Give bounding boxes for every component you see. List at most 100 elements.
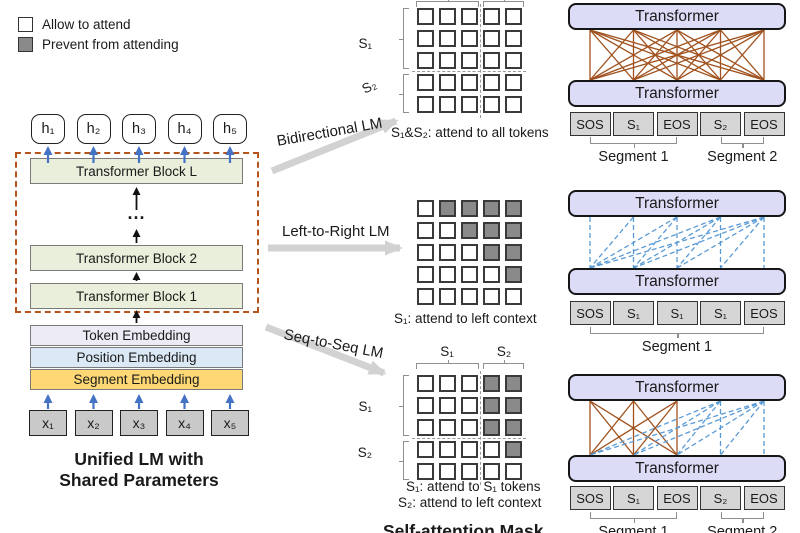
attention-lines-seq-to-seq [589, 401, 765, 455]
mask-cell-allow [461, 397, 478, 414]
mask-cell-allow [439, 96, 456, 113]
transformer-label: Transformer [635, 272, 719, 290]
mask-bi-caption: S₁&S₂: attend to all tokens [391, 125, 549, 140]
mask-cell-allow [417, 266, 434, 283]
mask-cell-allow [439, 8, 456, 25]
segment-bracket [720, 137, 764, 148]
segment-label: Segment 1 [598, 524, 669, 533]
mask-s2s-col-bracket-s1 [416, 360, 479, 369]
attention-line [676, 401, 765, 455]
mask-s2s-col-label-s2: S₂ [496, 344, 512, 359]
attention-line [589, 30, 634, 80]
attention-line [589, 401, 635, 455]
attention-line [632, 401, 678, 455]
mask-cell-allow [439, 419, 456, 436]
transformer-label: Transformer [635, 7, 719, 25]
mask-cell-allow [483, 52, 500, 69]
attention-line [633, 30, 765, 80]
segment-row-left-to-right: Segment 1 [568, 327, 786, 363]
token-box: SOS [569, 486, 611, 510]
mask-cell-prevent [461, 200, 478, 217]
token-box: S₁ [700, 301, 741, 325]
token-box: S₁ [613, 301, 654, 325]
mask-cell-prevent [505, 441, 522, 458]
mask-s2s-row-label-s1: S₁ [358, 399, 372, 414]
mask-s2s-row-bracket-s1 [399, 375, 409, 436]
mask-cell-prevent [505, 375, 522, 392]
attention-line [589, 30, 678, 80]
self-attention-mask-title: Self-attention Mask [383, 521, 544, 533]
unilm-caption-line2: Shared Parameters [59, 470, 219, 490]
mask-grid-bidirectional [417, 8, 522, 113]
transformer-box: Transformer [568, 268, 786, 295]
input-arrows [43, 394, 235, 409]
mask-cell-allow [417, 74, 434, 91]
mask-cell-prevent [439, 200, 456, 217]
legend-allow-label: Allow to attend [42, 17, 131, 32]
transformer-block-L: Transformer Block L [30, 158, 243, 184]
transformer-box: Transformer [568, 190, 786, 217]
mask-bi-col-bracket-s1 [416, 0, 479, 7]
mask-cell-allow [505, 52, 522, 69]
attention-line [720, 30, 765, 80]
mask-cell-allow [417, 441, 434, 458]
mask-cell-allow [505, 96, 522, 113]
attention-line [589, 217, 634, 268]
transformer-box: Transformer [568, 374, 786, 401]
mask-cell-prevent [483, 244, 500, 261]
transformer-box: Transformer [568, 80, 786, 107]
mask-cell-allow [417, 30, 434, 47]
mask-bi-col-separator [479, 4, 481, 118]
mask-cell-allow [461, 266, 478, 283]
mask-cell-allow [461, 463, 478, 480]
token-box: S₂ [700, 112, 741, 136]
input-box: x₅ [211, 410, 249, 436]
segment-label: Segment 1 [641, 339, 713, 355]
attention-line [589, 217, 765, 268]
mask-cell-prevent [461, 222, 478, 239]
mask-cell-allow [505, 463, 522, 480]
transformer-block-1: Transformer Block 1 [30, 283, 243, 309]
token-box: S₁ [613, 486, 654, 510]
mask-cell-allow [461, 30, 478, 47]
unilm-caption-line1: Unified LM with [74, 449, 204, 469]
mask-cell-allow [461, 441, 478, 458]
mask-cell-allow [483, 30, 500, 47]
mask-cell-prevent [483, 375, 500, 392]
mask-bi-row-bracket-s2 [399, 74, 409, 113]
attention-line [589, 30, 765, 80]
token-embedding: Token Embedding [30, 325, 243, 346]
legend-row-allow: Allow to attend [18, 17, 179, 32]
output-box: h₃ [122, 114, 156, 144]
output-box: h₂ [76, 114, 111, 144]
mask-cell-allow [505, 8, 522, 25]
mask-cell-allow [439, 375, 456, 392]
segment-bracket [720, 512, 764, 523]
mask-cell-allow [461, 8, 478, 25]
mask-cell-allow [417, 375, 434, 392]
mask-s2s-row-label-s2: S₂ [357, 445, 372, 460]
input-box: x₂ [74, 410, 113, 436]
attention-line [589, 217, 678, 268]
token-box: EOS [656, 486, 698, 510]
mask-cell-allow [439, 441, 456, 458]
token-box: S₁ [613, 112, 654, 136]
mask-cell-allow [417, 8, 434, 25]
mask-cell-allow [439, 222, 456, 239]
token-box: S₂ [700, 486, 741, 510]
token-box: SOS [569, 112, 611, 136]
mask-cell-allow [417, 419, 434, 436]
legend-prevent-label: Prevent from attending [42, 37, 179, 52]
mask-cell-allow [461, 52, 478, 69]
segment-bracket [590, 137, 677, 148]
token-box: EOS [743, 301, 785, 325]
token-box: EOS [743, 112, 785, 136]
attention-line [589, 401, 765, 455]
mask-cell-prevent [483, 222, 500, 239]
input-box: x₃ [120, 410, 158, 436]
